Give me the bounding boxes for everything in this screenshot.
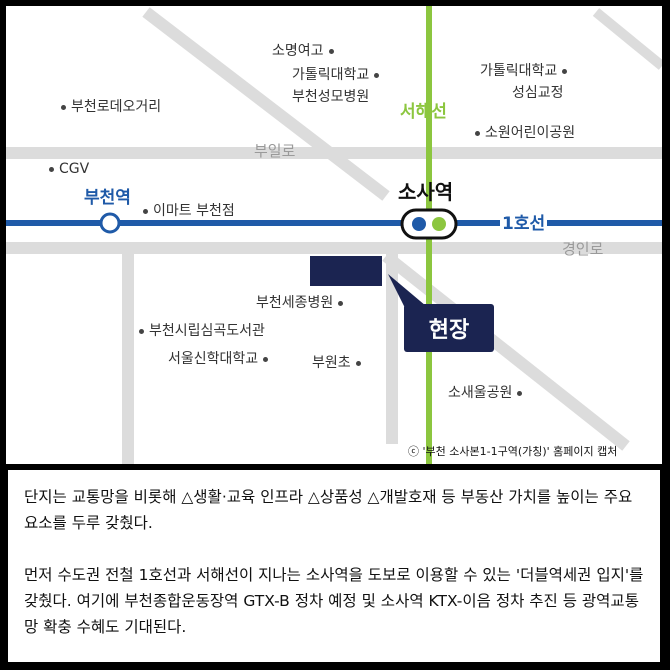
landmark-sejong-hospital: 부천세종병원 [256, 296, 348, 310]
landmark-emart: 이마트 부천점 [138, 204, 235, 218]
landmark-sowon-park: 소원어린이공원 [470, 126, 575, 140]
sosa-seohae-dot [432, 217, 446, 231]
location-map: 현장 부일로 경인로 서해선 1호선 소사역 부천역 소명여고 가톨릭대학교 부… [6, 6, 662, 464]
diagonal-road-ne [592, 8, 662, 70]
diagonal-road-north [142, 7, 390, 201]
landmark-simgok-library: 부천시립심곡도서관 [134, 324, 265, 338]
article-text: 단지는 교통망을 비롯해 △생활·교육 인프라 △상품성 △개발호재 등 부동산… [6, 468, 662, 664]
landmark-catholic-univ-2: 가톨릭대학교 [480, 64, 572, 78]
landmark-rodeo-street: 부천로데오거리 [56, 100, 161, 114]
buil-ro-road [6, 147, 662, 159]
site-callout-pointer [388, 274, 426, 306]
poi-dot [475, 130, 480, 136]
road-label-gyeongin-ro: 경인로 [562, 240, 604, 258]
poi-dot [143, 208, 148, 214]
landmark-sosaeul-park: 소새울공원 [448, 386, 527, 400]
bucheon-station-marker [99, 212, 121, 234]
poi-dot [139, 328, 144, 334]
poi-dot [562, 68, 568, 74]
map-roads-and-lines [6, 6, 662, 464]
poi-dot [61, 104, 66, 110]
seohae-line-label: 서해선 [400, 102, 447, 122]
sosa-station-marker [400, 208, 458, 240]
poi-dot [338, 300, 344, 306]
bucheon-station-label: 부천역 [84, 188, 131, 208]
landmark-catholic-univ: 가톨릭대학교 [292, 68, 384, 82]
site-parcel [310, 256, 382, 286]
map-caption: ⓒ '부천 소사본1-1구역(가칭)' 홈페이지 캡처 [408, 445, 618, 458]
poi-dot [263, 356, 269, 362]
poi-dot [328, 48, 334, 54]
article-paragraph-2: 먼저 수도권 전철 1호선과 서해선이 지나는 소사역을 도보로 이용할 수 있… [24, 566, 644, 636]
sosa-line1-dot [412, 217, 426, 231]
poi-dot [374, 72, 380, 78]
landmark-buwon-elementary: 부원초 [312, 356, 366, 370]
article-paragraph-1: 단지는 교통망을 비롯해 △생활·교육 인프라 △상품성 △개발호재 등 부동산… [24, 488, 633, 532]
sosa-station-label: 소사역 [398, 180, 454, 204]
site-label: 현장 [404, 304, 494, 352]
poi-dot [49, 166, 54, 172]
line1-track [6, 220, 662, 226]
landmark-st-mary-hospital: 부천성모병원 [292, 89, 370, 105]
landmark-seoul-theology-univ: 서울신학대학교 [168, 352, 273, 366]
vertical-road-center [386, 254, 398, 444]
poi-dot [517, 390, 523, 396]
landmark-somyeong: 소명여고 [272, 44, 339, 58]
landmark-seongsim-campus: 성심교정 [512, 85, 564, 101]
road-label-buil-ro: 부일로 [254, 142, 296, 160]
gyeongin-ro-road [6, 242, 662, 254]
poi-dot [355, 360, 361, 366]
vertical-road-west [122, 254, 134, 464]
line1-label: 1호선 [500, 214, 548, 234]
landmark-cgv: CGV [44, 162, 89, 176]
